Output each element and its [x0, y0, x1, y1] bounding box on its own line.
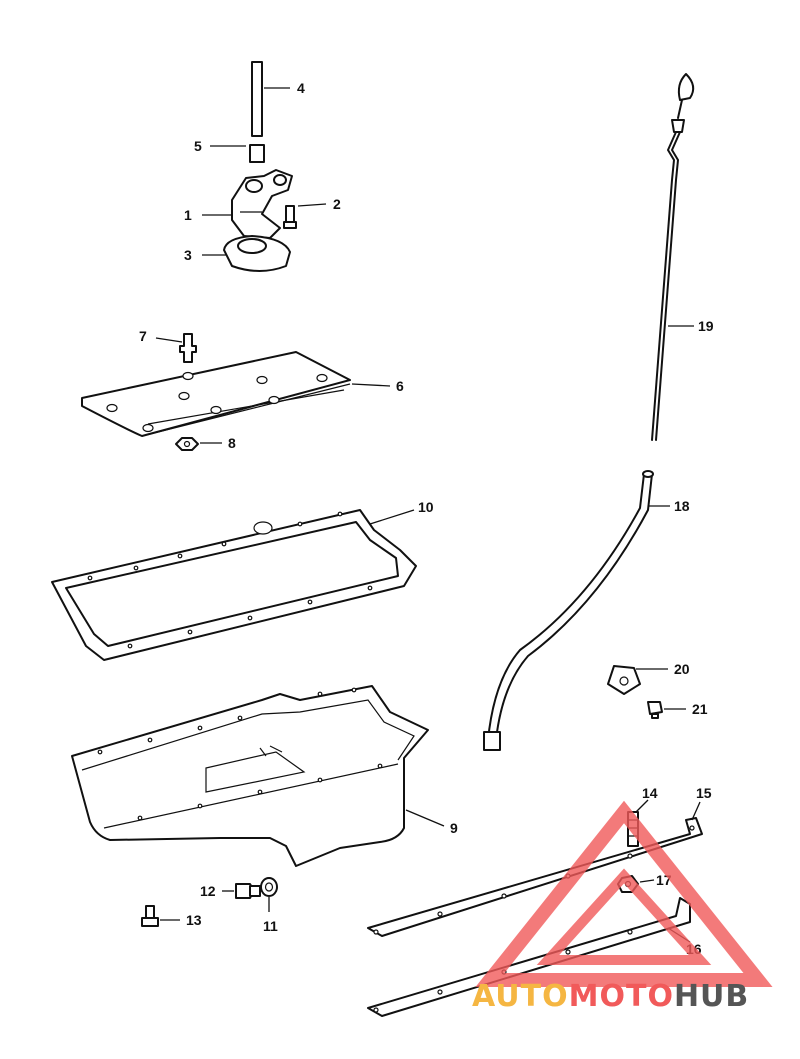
callout-4: 4 [297, 80, 305, 96]
callout-7: 7 [139, 328, 147, 344]
callout-15: 15 [696, 785, 712, 801]
part-pump-bolt [283, 205, 297, 229]
part-sleeve [249, 144, 265, 163]
part-oil-pan-gasket [51, 509, 417, 661]
part-stud [179, 333, 197, 363]
watermark-moto: MOTO [569, 979, 674, 1014]
callout-5: 5 [194, 138, 202, 154]
watermark-text: AUTOMOTOHUB [472, 979, 749, 1014]
part-washer [260, 877, 278, 897]
callout-18: 18 [674, 498, 690, 514]
part-pickup-tube [251, 61, 263, 137]
callout-20: 20 [674, 661, 690, 677]
part-dipstick-tube [483, 470, 654, 751]
callout-13: 13 [186, 912, 202, 928]
part-dipstick [651, 73, 695, 441]
part-nut [175, 437, 199, 451]
callout-8: 8 [228, 435, 236, 451]
watermark-hub: HUB [674, 979, 749, 1014]
callout-10: 10 [418, 499, 434, 515]
part-oil-pump [231, 169, 293, 239]
watermark-auto: AUTO [472, 979, 569, 1014]
callout-3: 3 [184, 247, 192, 263]
part-windage-tray [81, 351, 351, 437]
callout-12: 12 [200, 883, 216, 899]
callout-11: 11 [263, 918, 278, 934]
callout-6: 6 [396, 378, 404, 394]
watermark-logo [475, 800, 773, 987]
warning-triangle-inner-icon [536, 868, 712, 965]
part-pickup-screen [223, 235, 291, 272]
callout-21: 21 [692, 701, 708, 717]
callout-9: 9 [450, 820, 458, 836]
warning-triangle-icon [475, 800, 773, 987]
callout-2: 2 [333, 196, 341, 212]
part-clip-screw [647, 701, 663, 719]
callout-14: 14 [642, 785, 658, 801]
callout-19: 19 [698, 318, 714, 334]
part-pan-bolt [141, 905, 159, 927]
part-tube-clip [607, 665, 641, 695]
part-drain-plug [235, 883, 261, 899]
callout-1: 1 [184, 207, 192, 223]
part-oil-pan [71, 685, 429, 867]
